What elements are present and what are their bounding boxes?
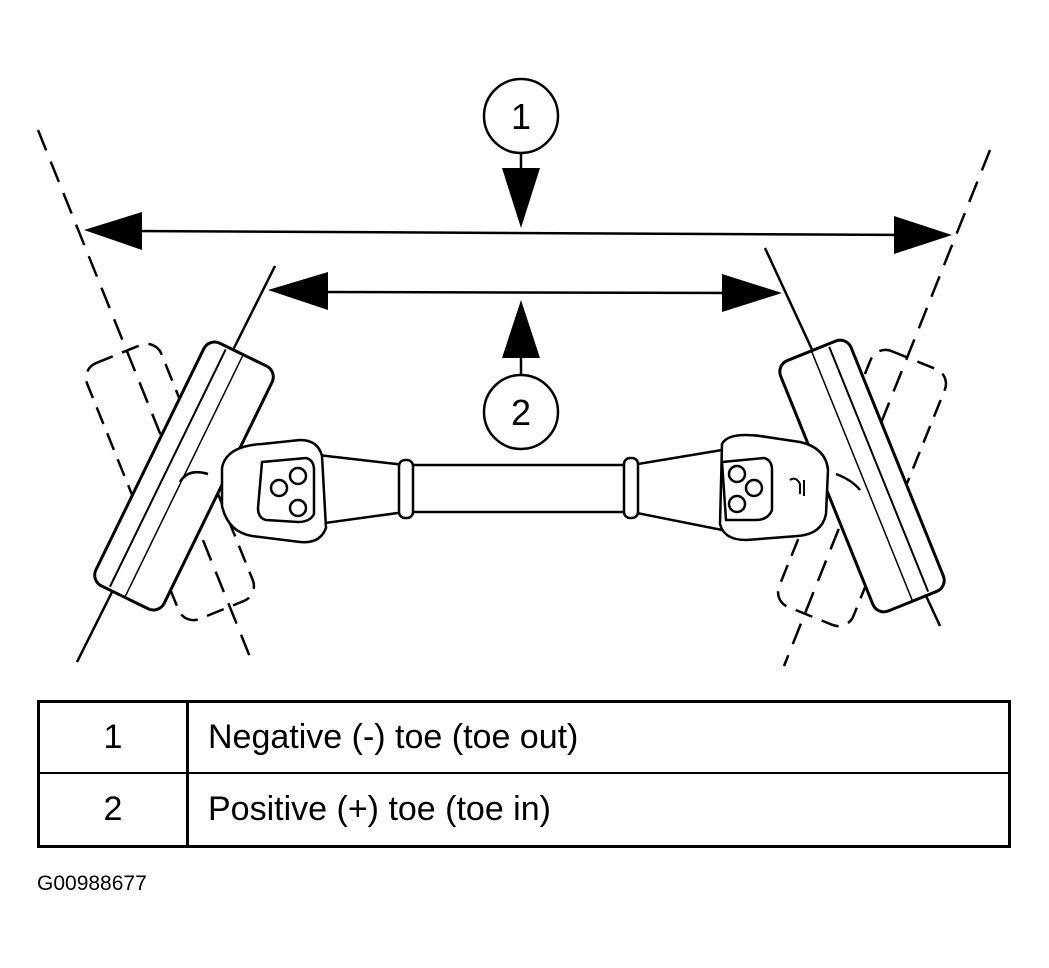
legend-row: 1 Negative (-) toe (toe out) bbox=[40, 703, 1008, 774]
right-knuckle bbox=[718, 433, 861, 542]
callout-1-pointer-arrow bbox=[502, 168, 540, 228]
dimension-2-left-arrowhead bbox=[268, 272, 328, 310]
toe-diagram: 1 2 bbox=[36, 77, 992, 667]
callout-2-pointer-arrow bbox=[502, 300, 540, 358]
callout-2-number: 2 bbox=[511, 392, 531, 433]
dimension-1-left-arrowhead bbox=[84, 212, 142, 250]
callout-1-number: 1 bbox=[511, 96, 531, 137]
callout-1: 1 bbox=[482, 77, 560, 228]
dimension-line-1 bbox=[84, 212, 952, 254]
legend-table: 1 Negative (-) toe (toe out) 2 Positive … bbox=[37, 700, 1011, 848]
dimension-line-2 bbox=[268, 272, 782, 312]
legend-description: Positive (+) toe (toe in) bbox=[208, 790, 551, 828]
legend-number: 2 bbox=[40, 774, 189, 845]
axle-beam bbox=[316, 448, 724, 532]
left-dashed-centerline bbox=[36, 129, 254, 663]
dimension-2-right-arrowhead bbox=[722, 274, 782, 312]
right-dashed-centerline bbox=[782, 149, 992, 667]
dimension-1-right-arrowhead bbox=[894, 216, 952, 254]
callout-2: 2 bbox=[482, 300, 560, 451]
left-knuckle bbox=[178, 438, 328, 544]
legend-number: 1 bbox=[40, 703, 189, 772]
legend-row: 2 Positive (+) toe (toe in) bbox=[40, 774, 1008, 845]
legend-description: Negative (-) toe (toe out) bbox=[208, 718, 579, 756]
figure-id: G00988677 bbox=[37, 872, 147, 895]
